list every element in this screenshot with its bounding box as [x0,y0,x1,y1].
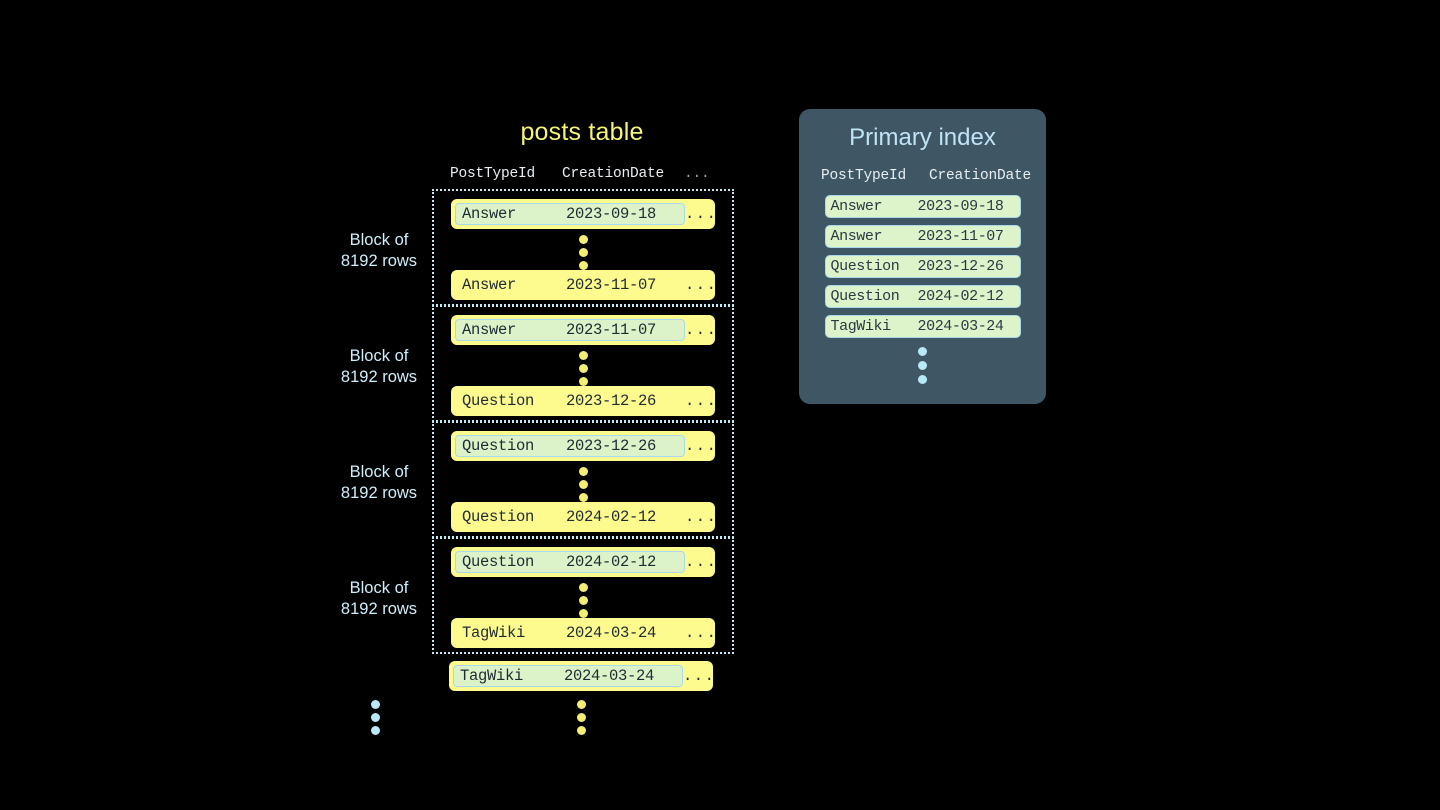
block-label: Block of 8192 rows [329,230,429,272]
block-label-line-1: Block of [349,579,409,597]
vertical-ellipsis-icon [579,235,588,274]
block-label: Block of 8192 rows [329,462,429,504]
cell-more-ellipsis: ... [685,508,718,526]
cell-creation-date: 2023-12-26 [566,437,657,455]
cell-creation-date: 2024-02-12 [566,553,657,571]
cell-post-type-id: Question [830,258,900,275]
cell-post-type-id: TagWiki [462,624,526,642]
column-header-more-ellipsis: ... [684,166,710,182]
table-row: TagWiki 2024-03-24 ... [449,661,716,691]
table-block: Block of 8192 rows Answer 2023-11-07 ...… [341,305,734,422]
cell-post-type-id: Question [462,553,535,571]
index-entry-row: Question 2024-02-12 [824,285,1021,308]
cell-creation-date: 2023-11-07 [566,321,657,339]
table-block: Block of 8192 rows Question 2024-02-12 .… [341,537,734,654]
block-label: Block of 8192 rows [329,346,429,388]
row-highlight-box: Answer 2023-09-18 [455,203,685,225]
cell-post-type-id: Answer [462,205,517,223]
primary-index-column-headers: PostTypeId CreationDate [799,168,1046,184]
cell-more-ellipsis: ... [685,437,718,455]
vertical-ellipsis-icon [579,583,588,622]
cell-creation-date: 2023-09-18 [566,205,657,223]
cell-post-type-id: Question [462,508,535,526]
block-label-line-2: 8192 rows [340,484,418,502]
cell-creation-date: 2023-12-26 [917,258,1004,275]
vertical-ellipsis-icon [371,700,380,739]
vertical-ellipsis-icon [577,700,586,739]
primary-index-title: Primary index [849,124,996,151]
table-block: Block of 8192 rows Answer 2023-09-18 ...… [341,189,734,306]
table-row: Question 2023-12-26 ... [451,386,718,416]
posts-table-title: posts table [520,118,644,146]
primary-index-panel: Primary index PostTypeId CreationDate An… [799,109,1046,404]
row-highlight-box: Question 2023-12-26 [455,435,685,457]
vertical-ellipsis-icon [918,347,927,384]
table-row: Question 2023-12-26 ... [451,431,718,461]
cell-post-type-id: Answer [830,198,883,215]
row-highlight-box: Answer 2023-11-07 [455,319,685,341]
index-entry-row: TagWiki 2024-03-24 [824,315,1021,338]
cell-creation-date: 2024-03-24 [566,624,657,642]
cell-more-ellipsis: ... [685,276,718,294]
posts-table-column-headers: PostTypeId CreationDate ... [450,166,732,182]
table-block: Block of 8192 rows Question 2023-12-26 .… [341,421,734,538]
block-label-line-1: Block of [349,231,409,249]
cell-creation-date: 2023-12-26 [566,392,657,410]
cell-post-type-id: Answer [830,228,883,245]
vertical-ellipsis-icon [579,351,588,390]
cell-more-ellipsis: ... [685,321,718,339]
cell-post-type-id: Question [462,392,535,410]
cell-creation-date: 2024-03-24 [564,667,655,685]
cell-creation-date: 2024-03-24 [917,318,1004,335]
row-cells: Question 2024-02-12 [455,506,685,528]
table-row: Question 2024-02-12 ... [451,547,718,577]
cell-creation-date: 2023-11-07 [566,276,657,294]
block-label-line-2: 8192 rows [340,368,418,386]
cell-more-ellipsis: ... [685,553,718,571]
index-entry-row: Answer 2023-11-07 [824,225,1021,248]
index-entry-row: Answer 2023-09-18 [824,195,1021,218]
table-row: Question 2024-02-12 ... [451,502,718,532]
row-highlight-box: Question 2024-02-12 [455,551,685,573]
table-row: Answer 2023-11-07 ... [451,270,718,300]
cell-post-type-id: TagWiki [830,318,892,335]
cell-post-type-id: Question [462,437,535,455]
cell-post-type-id: Question [830,288,900,305]
primary-index-rows: Answer 2023-09-18 Answer 2023-11-07 Ques… [799,195,1046,338]
block-label-line-2: 8192 rows [340,600,418,618]
column-header-creation-date: CreationDate [929,168,1032,184]
cell-more-ellipsis: ... [683,667,716,685]
block-label-line-2: 8192 rows [340,252,418,270]
cell-creation-date: 2023-11-07 [917,228,1004,245]
cell-post-type-id: Answer [462,321,517,339]
block-label-line-1: Block of [349,463,409,481]
cell-creation-date: 2024-02-12 [917,288,1004,305]
table-row: Answer 2023-11-07 ... [451,315,718,345]
cell-more-ellipsis: ... [685,392,718,410]
block-label: Block of 8192 rows [329,578,429,620]
cell-more-ellipsis: ... [685,205,718,223]
cell-creation-date: 2023-09-18 [917,198,1004,215]
vertical-ellipsis-icon [579,467,588,506]
cell-post-type-id: Answer [462,276,517,294]
cell-more-ellipsis: ... [685,624,718,642]
block-label-line-1: Block of [349,347,409,365]
index-entry-row: Question 2023-12-26 [824,255,1021,278]
column-header-post-type-id: PostTypeId [450,166,536,182]
row-cells: Question 2023-12-26 [455,390,685,412]
row-highlight-box: TagWiki 2024-03-24 [453,665,683,687]
column-header-post-type-id: PostTypeId [821,168,907,184]
row-cells: Answer 2023-11-07 [455,274,685,296]
cell-post-type-id: TagWiki [460,667,524,685]
table-row: TagWiki 2024-03-24 ... [451,618,718,648]
cell-creation-date: 2024-02-12 [566,508,657,526]
table-row: Answer 2023-09-18 ... [451,199,718,229]
row-cells: TagWiki 2024-03-24 [455,622,685,644]
column-header-creation-date: CreationDate [562,166,665,182]
